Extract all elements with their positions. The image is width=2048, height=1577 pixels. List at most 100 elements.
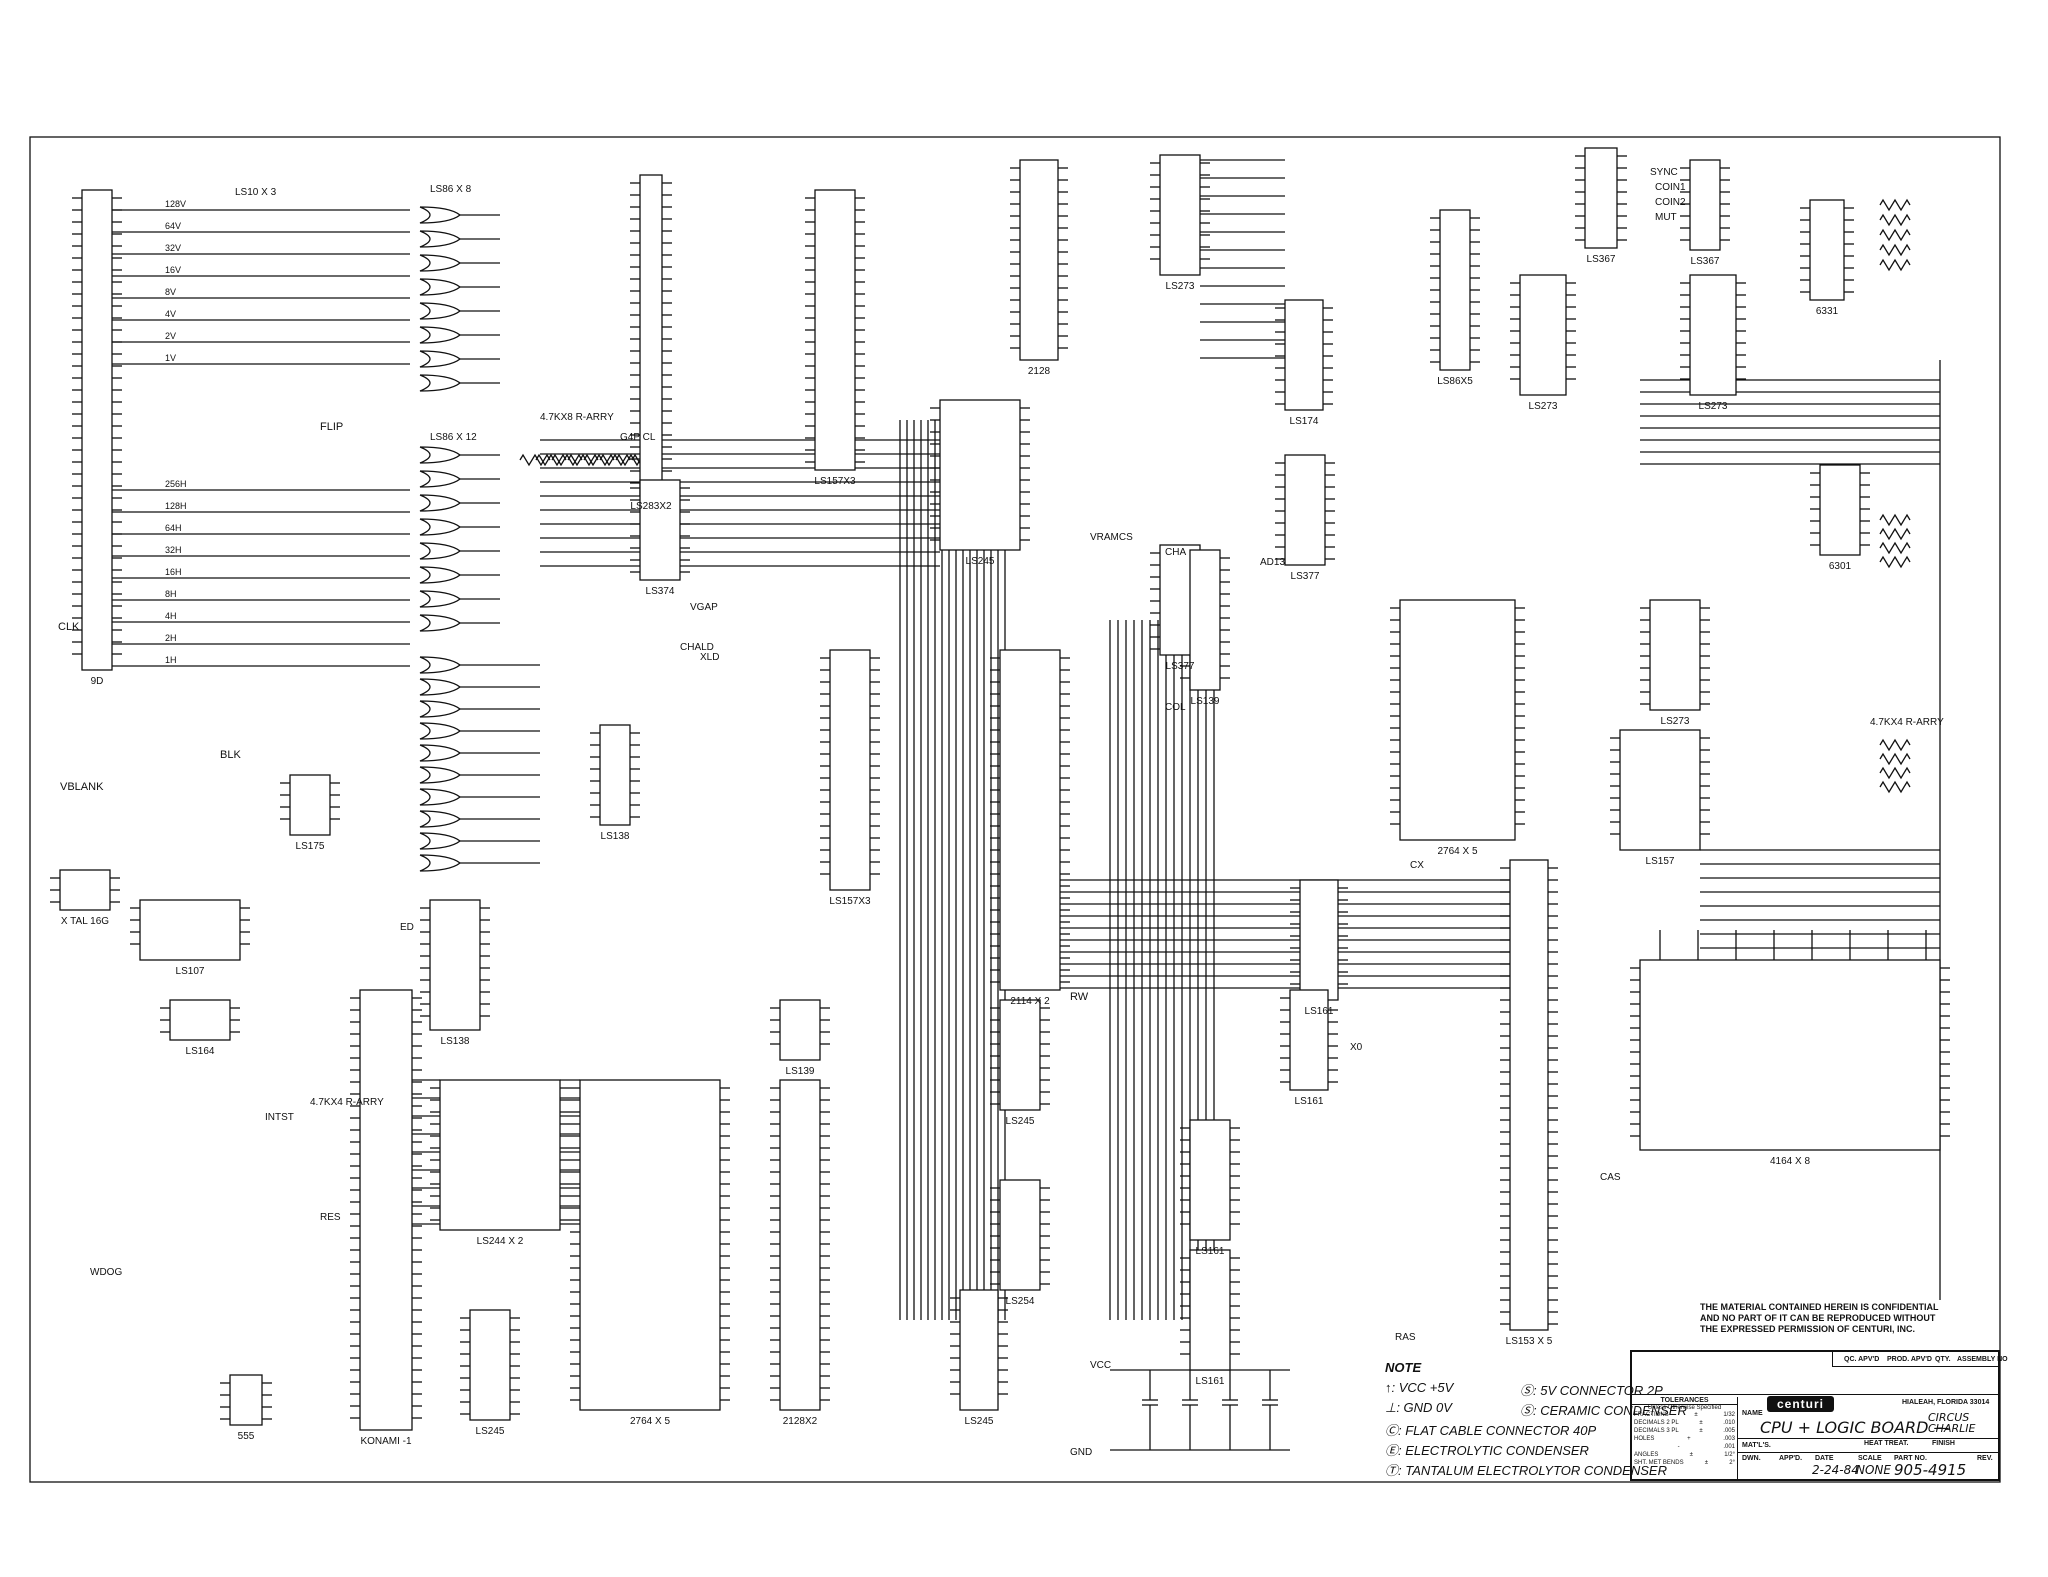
chip-label-ls157b: LS157X3 (829, 896, 871, 907)
chip-ls157b (829, 649, 871, 891)
prod-label: PROD. APV'D (1887, 1356, 1932, 1363)
tolerance-cell: ± (1699, 1428, 1703, 1434)
ls10x3-label: LS10 X 3 (235, 187, 277, 198)
note-5v-connector: Ⓢ: 5V CONNECTOR 2P (1520, 1383, 1663, 1398)
chip-label-ls374: LS374 (646, 586, 675, 597)
chip-ls245a (939, 399, 1021, 551)
tolerance-cell: ± (1704, 1460, 1709, 1466)
note-heading: NOTE (1385, 1360, 1422, 1375)
drawing-border (29, 136, 2001, 1483)
v-signal-label: 2V (165, 331, 176, 341)
chip-ls374 (639, 479, 681, 581)
rarray3-label: 4.7KX4 R-ARRY (1870, 717, 1944, 728)
chip-c2764b (579, 1079, 721, 1411)
chip-label-ls174: LS174 (1290, 416, 1319, 427)
name-label: NAME (1742, 1410, 1763, 1417)
chip-label-9d: 9D (91, 676, 104, 687)
h-signal-label: 128H (165, 501, 187, 511)
chip-label-xtal: X TAL 16G (61, 916, 109, 927)
vblank-label: VBLANK (60, 781, 104, 793)
gnd-label: GND (1070, 1447, 1092, 1458)
cas-label: CAS (1600, 1172, 1621, 1183)
tolerance-cell: 2° (1729, 1460, 1735, 1466)
tolerance-cell: 1/2° (1724, 1452, 1735, 1458)
chip-label-ls367b: LS367 (1691, 256, 1720, 267)
v-signal-label: 32V (165, 243, 181, 253)
note-flat-cable: Ⓒ: FLAT CABLE CONNECTOR 40P (1385, 1423, 1597, 1438)
chip-c2128 (1019, 159, 1059, 361)
chip-label-ls377b: LS377 (1291, 571, 1320, 582)
chip-xtal (59, 869, 111, 911)
chip-9d (81, 189, 113, 671)
chip-label-ls254: LS254 (1006, 1296, 1035, 1307)
chip-label-c2128: 2128 (1028, 366, 1051, 377)
flip-label: FLIP (320, 421, 343, 433)
part-label: PART NO. (1894, 1455, 1927, 1462)
chip-ls161d (1189, 1249, 1231, 1371)
v-signal-label: 4V (165, 309, 176, 319)
chip-label-ls245d: LS245 (1006, 1116, 1035, 1127)
appd-label: APP'D. (1779, 1455, 1803, 1462)
h-signal-label: 1H (165, 655, 177, 665)
chip-ls283 (639, 174, 663, 496)
chip-label-ls107: LS107 (176, 966, 205, 977)
confidential-notice: THE MATERIAL CONTAINED HEREIN IS CONFIDE… (1700, 1302, 1939, 1334)
vcc-label: VCC (1090, 1360, 1111, 1371)
wdog-label: WDOG (90, 1267, 122, 1278)
chip-ls138b (429, 899, 481, 1031)
xld-label: XLD (700, 652, 719, 663)
h-signal-label: 16H (165, 567, 182, 577)
chald-label: CHALD (680, 642, 714, 653)
chip-label-ls283: LS283X2 (630, 501, 672, 512)
chip-ls245b (469, 1309, 511, 1421)
tolerance-box: TOLERANCES Unless Otherwise Specified FR… (1632, 1397, 1738, 1481)
chip-ls254 (999, 1179, 1041, 1291)
chip-label-c4164: 4164 X 8 (1770, 1156, 1810, 1167)
tolerance-row: DECIMALS 2 PL±.010 (1632, 1419, 1737, 1427)
matl-label: MAT'L'S. (1742, 1442, 1771, 1449)
chip-label-ls161a: LS161 (1305, 1006, 1334, 1017)
chip-label-ls139b: LS139 (786, 1066, 815, 1077)
chip-konami (359, 989, 413, 1431)
tolerance-row: SHT. MET BENDS±2° (1632, 1459, 1737, 1467)
rarray2-label: 4.7KX4 R-ARRY (310, 1097, 384, 1108)
h-signal-label: 4H (165, 611, 177, 621)
chip-ls273d (1649, 599, 1701, 711)
chip-ls245d (999, 999, 1041, 1111)
chip-ls86x5 (1439, 209, 1471, 371)
gapcl-label: G4P CL (620, 432, 656, 443)
chip-c2764 (1399, 599, 1516, 841)
v-signal-label: 16V (165, 265, 181, 275)
rw-label: RW (1070, 991, 1089, 1003)
v-signal-label: 128V (165, 199, 186, 209)
chip-ls161a (1299, 879, 1339, 1001)
tolerance-cell: HOLES (1634, 1436, 1655, 1442)
ls86x8-label: LS86 X 8 (430, 184, 472, 195)
chip-c2114 (999, 649, 1061, 991)
date-label: DATE (1815, 1455, 1834, 1462)
chip-label-ls164: LS164 (186, 1046, 215, 1057)
scale-label: SCALE (1858, 1455, 1882, 1462)
intst-label: INTST (265, 1112, 294, 1123)
rev-label: REV. (1977, 1455, 1993, 1462)
note-tantalum: Ⓣ: TANTALUM ELECTROLYTOR CONDENSER (1385, 1463, 1667, 1478)
coin1-label: COIN1 (1655, 182, 1686, 193)
chip-label-c2114: 2114 X 2 (1010, 996, 1050, 1007)
vramcs-label: VRAMCS (1090, 532, 1133, 543)
tolerance-row: ANGLES±1/2° (1632, 1451, 1737, 1459)
chip-label-ls273b: LS273 (1529, 401, 1558, 412)
chip-label-ls273a: LS273 (1166, 281, 1195, 292)
chip-ls157a (814, 189, 856, 471)
tolerance-cell: FRACTIONS (1634, 1412, 1669, 1418)
clk-label: CLK (58, 621, 80, 633)
chip-label-c2128x2: 2128X2 (783, 1416, 818, 1427)
chip-ls164 (169, 999, 231, 1041)
title-block: QC. APV'D PROD. APV'D QTY. ASSEMBLY NO c… (1630, 1350, 2008, 1481)
note-gnd: ⊥: GND 0V (1385, 1400, 1452, 1415)
chip-c2128x2 (779, 1079, 821, 1411)
drawing-name-2: CIRCUS CHARLIE (1928, 1411, 1976, 1435)
qty-label: QTY. (1935, 1356, 1951, 1363)
chip-ls161c (1189, 1119, 1231, 1241)
finish-label: FINISH (1932, 1440, 1955, 1447)
chip-c4164 (1639, 959, 1941, 1151)
